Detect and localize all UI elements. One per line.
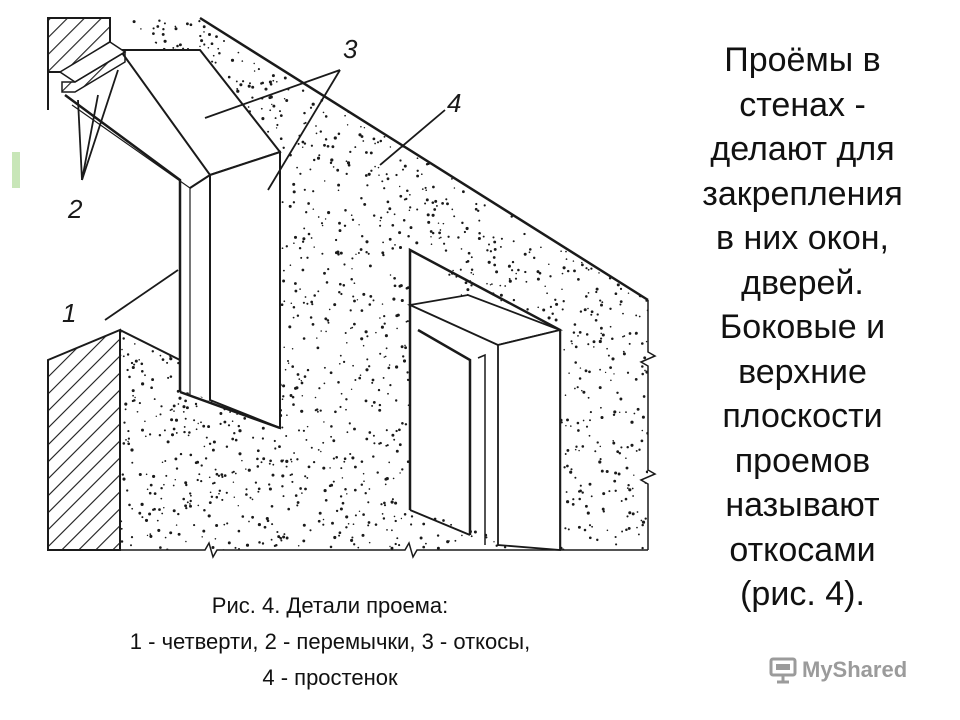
wall-opening-diagram: 1 2 3 4	[47, 16, 657, 559]
right-opening-quarter-inner	[477, 353, 486, 545]
pier-section-hatch	[47, 328, 121, 551]
heading-line: плоскости	[722, 397, 883, 435]
left-edge-mark	[12, 152, 20, 188]
right-opening-side-reveal	[497, 328, 561, 551]
callout-3: 3	[343, 34, 358, 64]
heading-text: Проёмы в стенах - делают для закрепления…	[655, 38, 950, 617]
heading-line: (рис. 4).	[740, 575, 865, 613]
projector-screen-icon	[769, 657, 797, 684]
wall-bottom-break	[120, 541, 648, 559]
heading-line: верхние	[738, 352, 867, 391]
callout-1: 1	[62, 298, 76, 328]
right-opening-quarter	[417, 328, 472, 535]
caption-line: Рис. 4. Детали проема:	[211, 593, 449, 618]
callout-4: 4	[447, 88, 461, 118]
right-opening-sill	[409, 509, 471, 536]
pier-top-edge	[119, 329, 181, 361]
left-opening-quarter-step	[189, 174, 211, 189]
left-opening-side-reveal	[209, 150, 281, 430]
figure-caption: Рис. 4. Детали проема: 1 - четверти, 2 -…	[10, 588, 650, 696]
watermark-logo[interactable]: MyShared	[768, 656, 907, 684]
wall-top-edge	[199, 16, 649, 302]
heading-line: называют	[725, 486, 880, 524]
heading-line: откосами	[729, 530, 876, 569]
caption-line: 4 - простенок	[262, 665, 398, 690]
heading-line: стенах -	[739, 85, 866, 124]
heading-line: делают для	[710, 130, 895, 168]
wall-right-break	[639, 300, 657, 550]
left-opening-quarter	[64, 93, 182, 392]
heading-line: дверей.	[741, 263, 864, 302]
lintel-layer-2	[61, 50, 126, 93]
heading-line: Проёмы в	[724, 41, 881, 79]
leader-lines	[77, 69, 446, 321]
heading-line: проемов	[734, 441, 871, 480]
heading-line: Боковые и	[719, 308, 886, 346]
watermark-text: MyShared	[802, 657, 908, 682]
left-opening-sill	[179, 390, 281, 430]
callout-2: 2	[67, 194, 83, 224]
heading-line: закрепления	[702, 174, 903, 213]
caption-line: 1 - четверти, 2 - перемычки, 3 - откосы,	[129, 629, 531, 654]
heading-line: в них окон,	[715, 219, 890, 257]
